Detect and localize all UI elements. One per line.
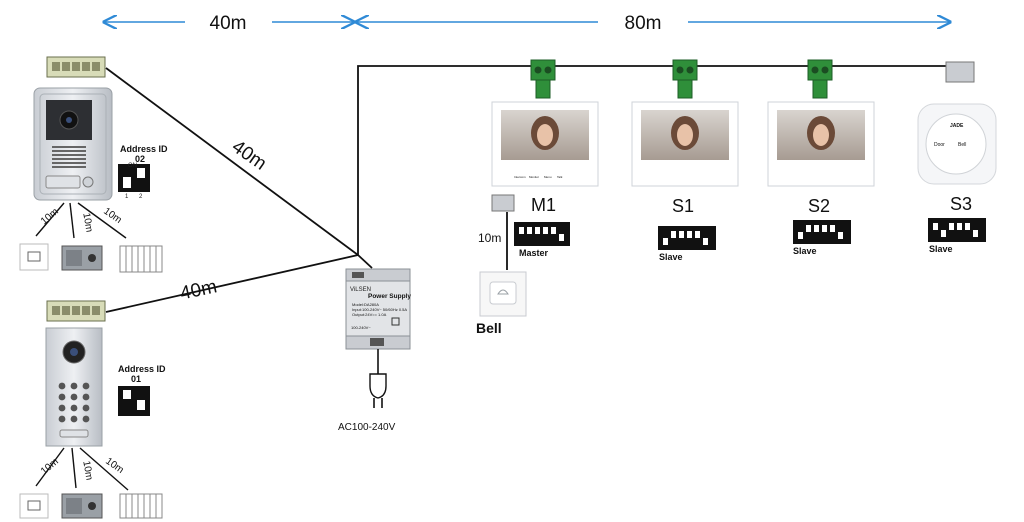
terminal-block-1: [46, 56, 106, 78]
exit-button-icon: [19, 243, 49, 271]
green-connector-s1: [672, 59, 698, 99]
role-s3: Slave: [929, 244, 953, 254]
switch-on-label: ON: [128, 163, 137, 169]
audio-unit-bell-key: Bell: [958, 142, 966, 148]
monitor-m1: Intercom Monitor Menu Talk: [491, 101, 599, 187]
power-supply-spec-1: Model:DA280A: [352, 302, 379, 307]
audio-unit-door-key: Door: [934, 142, 945, 148]
dip-switch-s3: [928, 218, 986, 242]
monitor-icon-monitor: Monitor: [529, 175, 539, 179]
power-supply-title: Power Supply: [368, 293, 411, 300]
bell-icon: [479, 271, 527, 317]
bell-wire-label: 10m: [478, 231, 501, 245]
power-supply: ViLSEN Power Supply Model:DA280A Input:1…: [345, 268, 411, 350]
label-s2: S2: [808, 196, 830, 216]
gate-opener-icon: [119, 493, 163, 519]
accessory-wire-label-1b: 10m: [80, 212, 94, 233]
audio-unit-s3: JADE Door Bell: [917, 103, 997, 185]
switch-number-2: 2: [139, 194, 143, 200]
bell-label: Bell: [476, 320, 502, 336]
switch-number-1: 1: [125, 194, 129, 200]
terminal-block-2: [46, 300, 106, 322]
green-connector-m1: [530, 59, 556, 99]
address-switch-1: ON 1 2: [118, 163, 150, 200]
address-title-1: Address ID: [120, 144, 168, 154]
distance-label-right: 80m: [625, 13, 662, 34]
accessory-wires-2: [35, 447, 129, 491]
label-s1: S1: [672, 196, 694, 216]
wire-label-outdoor2: 40m: [178, 276, 219, 304]
wiring-lines: [105, 65, 960, 313]
exit-button-icon: [19, 493, 49, 519]
mains-plug-icon: [369, 349, 387, 408]
electric-lock-icon: [61, 493, 103, 519]
green-connectors: [530, 59, 975, 99]
role-s1: Slave: [659, 252, 683, 262]
electric-lock-icon: [61, 245, 103, 271]
power-supply-spec-3: Output:24V== 1.0A: [352, 312, 387, 317]
mains-label: AC100-240V: [338, 422, 396, 433]
monitor-s1: [631, 101, 739, 187]
label-s3: S3: [950, 194, 972, 214]
accessory-wire-label-2c: 10m: [103, 456, 125, 476]
monitor-icon-talk: Talk: [557, 175, 563, 179]
wire-label-outdoor1: 40m: [228, 136, 270, 174]
power-supply-brand: ViLSEN: [350, 287, 371, 293]
power-supply-input-mark: 100-240V~: [351, 325, 371, 330]
accessory-wires-1: [35, 202, 127, 239]
keypad: [58, 382, 90, 423]
monitor-s2: [767, 101, 875, 187]
accessory-wire-label-2a: 10m: [39, 456, 61, 477]
role-s2: Slave: [793, 246, 817, 256]
accessory-wire-label-1a: 10m: [39, 206, 61, 227]
dip-switch-m1: [514, 222, 570, 246]
terminal-s3: [945, 61, 975, 83]
accessory-wire-label-2b: 10m: [80, 460, 94, 481]
address-title-2: Address ID: [118, 364, 166, 374]
audio-unit-brand: JADE: [950, 123, 964, 129]
label-m1: M1: [531, 195, 556, 215]
address-value-1: 02: [135, 154, 145, 164]
address-value-2: 01: [131, 374, 141, 384]
outdoor-unit-2: Address ID 01 10m 10m 10m: [19, 300, 166, 519]
green-connector-s2: [807, 59, 833, 99]
distance-label-left: 40m: [210, 13, 247, 34]
monitor-icon-menu: Menu: [544, 175, 552, 179]
address-switch-2: [118, 386, 150, 416]
outdoor-unit-1: Address ID 02 ON 1 2 10m 10m 10m: [19, 56, 168, 273]
bell-terminal: [491, 194, 515, 212]
role-m1: Master: [519, 248, 549, 258]
power-supply-spec-2: Input:100-240V~ 50/60Hz 0.5A: [352, 307, 407, 312]
dip-switch-s2: [793, 220, 851, 244]
dip-switch-s1: [658, 226, 716, 250]
monitor-icon-intercom: Intercom: [514, 175, 526, 179]
gate-opener-icon: [119, 245, 163, 273]
